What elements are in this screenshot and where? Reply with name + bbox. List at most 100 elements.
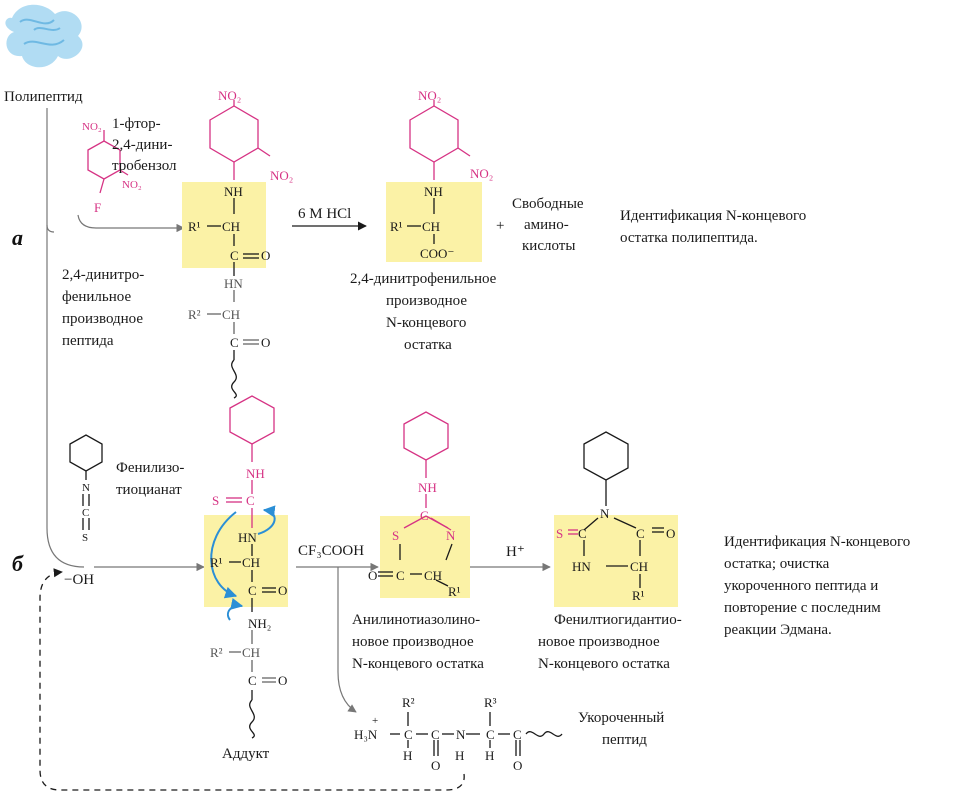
dnp-peptide-ch2: CH [222, 307, 240, 322]
dnp-residue-label-4: остатка [404, 337, 452, 353]
ident-b-line-5: реакции Эдмана. [724, 622, 832, 638]
short-peptide-arrow [337, 567, 357, 713]
pth-label-1: Фенилтиогидантио- [554, 612, 682, 628]
pth-c-thio: C [578, 526, 587, 541]
start-label: Полипептид [4, 89, 83, 105]
atz-label-2: новое производное [352, 634, 474, 650]
short-peptide-plus: + [372, 715, 378, 727]
ident-a-line-1: Идентификация N-концевого [620, 208, 806, 224]
atz-n: N [446, 528, 456, 543]
flow-arrow-a [77, 214, 185, 233]
adduct-nh2: NH₂ [248, 616, 271, 631]
adduct-hn: HN [238, 530, 257, 545]
dnp-residue-ch: CH [422, 219, 440, 234]
pth-label-3: N-концевого остатка [538, 656, 670, 672]
dnp-peptide-structure [207, 100, 271, 399]
short-peptide-h3n: H₃N [354, 727, 378, 742]
adduct-structure [226, 395, 276, 739]
short-peptide-r3: R³ [484, 695, 497, 710]
pitc-n: N [82, 482, 90, 494]
panel-b-label: б [12, 551, 24, 576]
atz-r1: R¹ [448, 584, 461, 599]
fdnb-structure [87, 130, 129, 194]
dnp-peptide-o1: O [261, 248, 270, 263]
atz-label-1: Анилинотиазолино- [352, 612, 480, 628]
short-peptide-label-2: пептид [602, 732, 647, 748]
dnp-residue-coo: COO⁻ [420, 246, 454, 261]
free-aa-label-2: амино- [524, 217, 569, 233]
short-peptide-c3: C [486, 727, 495, 742]
atz-structure [378, 411, 453, 587]
ident-b-line-1: Идентификация N-концевого [724, 534, 910, 550]
recycle-arrow [39, 568, 465, 791]
short-peptide-structure [390, 712, 563, 756]
dnp-peptide-r1: R¹ [188, 219, 201, 234]
dnp-peptide-r2: R² [188, 307, 201, 322]
hydroxide: −OH [64, 572, 94, 588]
atz-c: C [420, 508, 429, 523]
dnp-peptide-label-4: пептида [62, 333, 114, 349]
fdnb-label-2: 2,4-дини- [112, 137, 172, 153]
dnp-peptide-ch1: CH [222, 219, 240, 234]
adduct-c1: C [248, 583, 257, 598]
pitc-label-2: тиоцианат [116, 482, 182, 498]
short-peptide-c2: C [431, 727, 440, 742]
dnp-residue-nh: NH [424, 184, 443, 199]
panel-a-label: а [12, 225, 23, 250]
h-plus-label: H⁺ [506, 544, 525, 560]
dnp-residue-no2-top: NO₂ [418, 88, 441, 103]
pth-r1: R¹ [632, 588, 645, 603]
dnp-residue-structure [407, 100, 471, 244]
short-peptide-label-1: Укороченный [578, 710, 664, 726]
adduct-c2: C [248, 673, 257, 688]
adduct-nh-top: NH [246, 466, 265, 481]
short-peptide-o1: O [431, 758, 440, 773]
pth-label-2: новое производное [538, 634, 660, 650]
dnp-peptide-label-2: фенильное [62, 289, 131, 305]
adduct-r2: R² [210, 645, 223, 660]
fdnb-label-3: тробензол [112, 158, 177, 174]
ident-b-line-4: повторение с последним [724, 600, 881, 616]
atz-nh: NH [418, 480, 437, 495]
free-aa-label-1: Свободные [512, 196, 584, 212]
dnp-residue-r1: R¹ [390, 219, 403, 234]
pth-c-oxo: C [636, 526, 645, 541]
dnp-peptide-o2: O [261, 335, 270, 350]
adduct-c-thio: C [246, 493, 255, 508]
atz-ch: CH [424, 568, 442, 583]
polypeptide-illustration [5, 4, 83, 68]
dnp-peptide-nh: NH [224, 184, 243, 199]
ident-b-line-2: остатка; очистка [724, 556, 830, 572]
adduct-o1: O [278, 583, 287, 598]
ident-b-line-3: укороченного пептида и [724, 578, 878, 594]
atz-o: O [368, 568, 377, 583]
dnp-peptide-c2: C [230, 335, 239, 350]
dnp-peptide-hn: HN [224, 276, 243, 291]
free-aa-label-3: кислоты [522, 238, 575, 254]
atz-label-3: N-концевого остатка [352, 656, 484, 672]
pth-ch: CH [630, 559, 648, 574]
acid-label: CF₃COOH [298, 543, 364, 559]
pth-s: S [556, 526, 563, 541]
fdnb-label-1: 1-фтор- [112, 116, 161, 132]
plus-sign: + [496, 218, 504, 234]
dnp-residue-label-2: производное [386, 293, 467, 309]
ident-a-line-2: остатка полипептида. [620, 230, 758, 246]
hydrolysis-label: 6 M HCl [298, 206, 351, 222]
pitc-c: C [82, 507, 89, 519]
adduct-o2: O [278, 673, 287, 688]
adduct-ch1: CH [242, 555, 260, 570]
electron-arrows [210, 505, 276, 621]
fdnb-no2-side: NO₂ [122, 179, 142, 191]
dnp-residue-highlight [386, 182, 482, 262]
pitc-s: S [82, 532, 88, 544]
dnp-peptide-no2-top: NO₂ [218, 88, 241, 103]
pth-n: N [600, 506, 610, 521]
adduct-ch2: CH [242, 645, 260, 660]
short-peptide-c1: C [404, 727, 413, 742]
adduct-r1: R¹ [210, 555, 223, 570]
short-peptide-h-n: H [455, 748, 464, 763]
short-peptide-o2: O [513, 758, 522, 773]
pth-structure [568, 431, 664, 588]
short-peptide-n: N [456, 727, 466, 742]
